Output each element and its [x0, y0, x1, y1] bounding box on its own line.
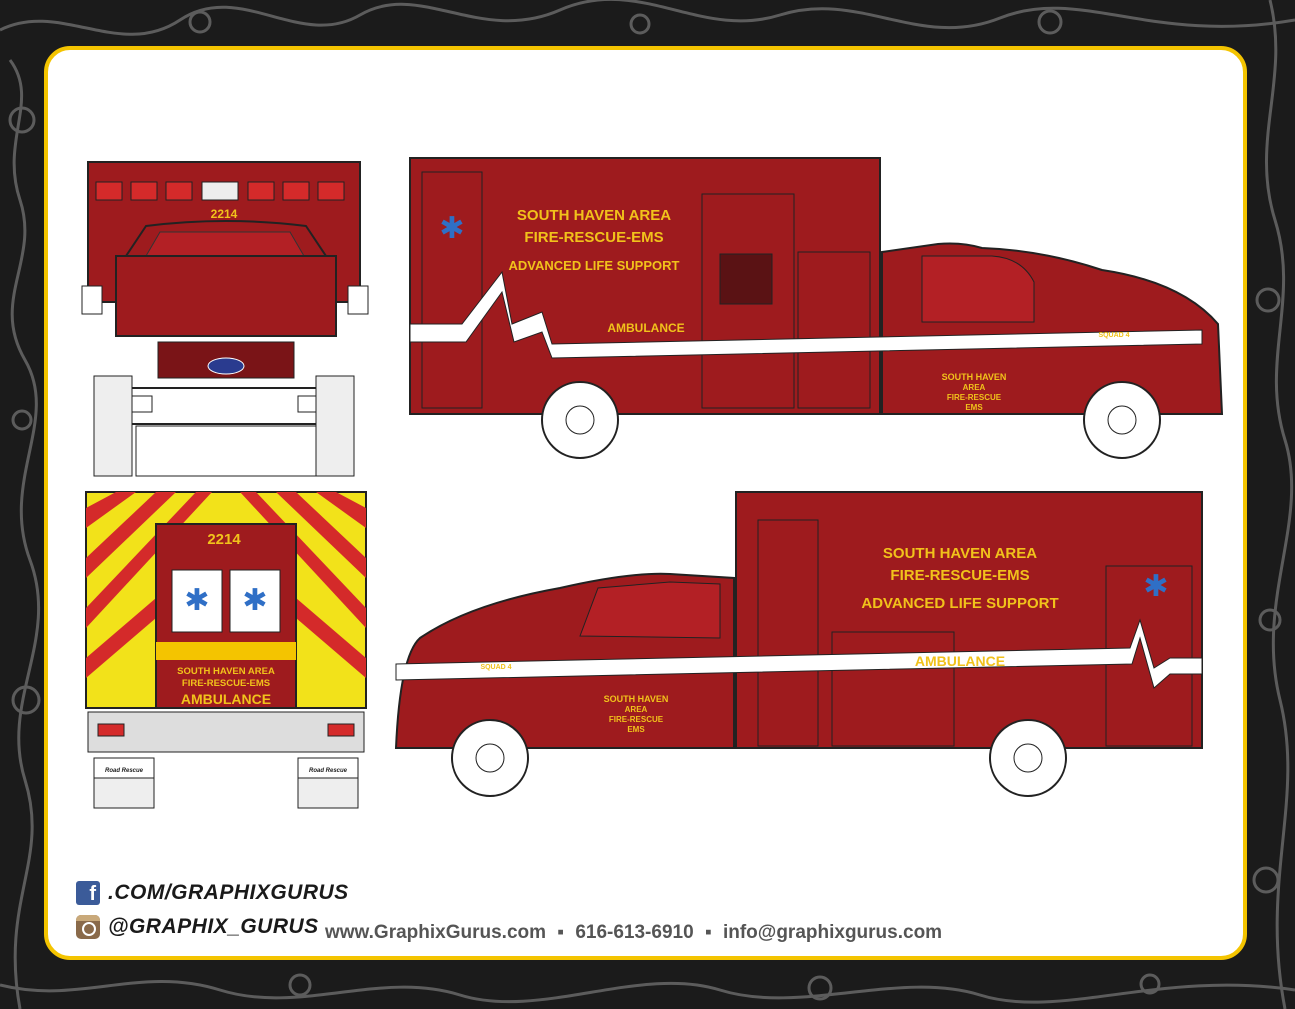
- facebook-icon: f: [76, 881, 100, 905]
- instagram-icon: [76, 915, 100, 939]
- driver-door-line4: EMS: [965, 403, 983, 412]
- star-of-life-icon: ✱: [242, 584, 267, 617]
- passenger-line3: ADVANCED LIFE SUPPORT: [861, 595, 1058, 612]
- passenger-cab-unit: SQUAD 4: [480, 664, 511, 671]
- rear-unit-number: 2214: [207, 531, 241, 548]
- driver-line2: FIRE-RESCUE-EMS: [524, 229, 663, 246]
- separator: ▪: [557, 922, 565, 943]
- separator: ▪: [704, 922, 712, 943]
- star-of-life-icon: ✱: [1143, 570, 1168, 603]
- front-view: 2214: [81, 161, 369, 477]
- driver-cab-unit: SQUAD 4: [1098, 332, 1129, 339]
- front-unit-number: 2214: [211, 207, 238, 221]
- passenger-door-line2: AREA: [625, 705, 648, 714]
- rear-line2: FIRE-RESCUE-EMS: [182, 678, 270, 689]
- passenger-door-line1: SOUTH HAVEN: [604, 694, 669, 704]
- website-link[interactable]: www.GraphixGurus.com: [325, 922, 547, 943]
- driver-door-line2: AREA: [963, 383, 986, 392]
- phone-number[interactable]: 616-613-6910: [575, 922, 694, 943]
- star-of-life-icon: ✱: [439, 212, 464, 245]
- facebook-text: .COM/GRAPHIXGURUS: [108, 881, 349, 904]
- driver-line1: SOUTH HAVEN AREA: [517, 207, 671, 224]
- rear-view: 2214 ✱ ✱ SOUTH HAVEN AREA FIRE-RESCUE-EM…: [85, 491, 367, 809]
- mudflap-right-text: Road Rescue: [309, 768, 348, 774]
- rear-line3: AMBULANCE: [181, 691, 271, 707]
- passenger-line2: FIRE-RESCUE-EMS: [890, 567, 1029, 584]
- instagram-link[interactable]: @GRAPHIX_GURUS: [76, 912, 319, 942]
- contact-line: www.GraphixGurus.com ▪ 616-613-6910 ▪ in…: [322, 922, 945, 944]
- passenger-door-line3: FIRE-RESCUE: [609, 715, 664, 724]
- driver-line3: ADVANCED LIFE SUPPORT: [509, 258, 680, 273]
- passenger-door-line4: EMS: [627, 725, 645, 734]
- driver-door-line3: FIRE-RESCUE: [947, 393, 1002, 402]
- driver-door-line1: SOUTH HAVEN: [942, 372, 1007, 382]
- driver-stripe-text: AMBULANCE: [607, 321, 684, 335]
- email-link[interactable]: info@graphixgurus.com: [722, 922, 943, 943]
- facebook-link[interactable]: f .COM/GRAPHIXGURUS: [76, 878, 349, 908]
- star-of-life-icon: ✱: [184, 584, 209, 617]
- driver-side-view: ✱ SOUTH HAVEN AREA FIRE-RESCUE-EMS ADVAN…: [409, 157, 1224, 459]
- passenger-line1: SOUTH HAVEN AREA: [883, 545, 1037, 562]
- instagram-text: @GRAPHIX_GURUS: [108, 915, 319, 938]
- rear-line1: SOUTH HAVEN AREA: [177, 666, 275, 677]
- passenger-stripe-text: AMBULANCE: [915, 653, 1005, 669]
- passenger-side-view: ✱ SOUTH HAVEN AREA FIRE-RESCUE-EMS ADVAN…: [394, 491, 1203, 797]
- mudflap-left-text: Road Rescue: [105, 768, 144, 774]
